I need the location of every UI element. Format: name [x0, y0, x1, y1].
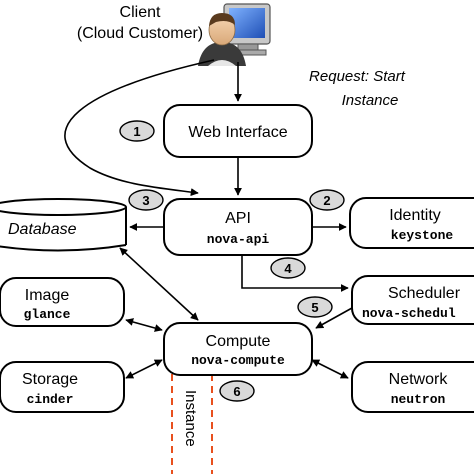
user-at-computer-icon	[198, 3, 271, 66]
api-service: nova-api	[207, 232, 270, 247]
step-badge-4: 4	[270, 257, 306, 279]
request-note-line1: Request: Start	[309, 68, 406, 85]
step-number: 5	[311, 300, 318, 315]
image-service: glance	[24, 307, 71, 322]
storage-title: Storage	[22, 371, 78, 388]
step-badge-6: 6	[219, 380, 255, 402]
step-number: 3	[142, 193, 149, 208]
identity-node: Identity keystone	[349, 197, 474, 249]
image-title: Image	[25, 287, 70, 304]
client-to-api-arrow	[64, 59, 215, 197]
identity-service: keystone	[391, 228, 454, 243]
scheduler-title: Scheduler	[388, 285, 461, 302]
step-number: 6	[233, 384, 240, 399]
database-title: Database	[8, 221, 77, 238]
network-compute-arrow	[311, 359, 349, 379]
database-compute-arrow	[119, 247, 199, 321]
compute-node: Compute nova-compute	[163, 322, 313, 376]
storage-compute-arrow	[125, 359, 163, 379]
step-number: 2	[323, 193, 330, 208]
scheduler-to-compute-arrow	[315, 307, 353, 329]
image-compute-arrow	[125, 318, 163, 332]
step-badge-5: 5	[297, 296, 333, 318]
storage-service: cinder	[27, 392, 74, 407]
web-interface-title: Web Interface	[188, 124, 287, 141]
compute-service: nova-compute	[191, 353, 285, 368]
api-node: API nova-api	[163, 198, 313, 256]
step-badge-3: 3	[128, 189, 164, 211]
client-label: Client	[120, 4, 161, 21]
client-sublabel: (Cloud Customer)	[77, 25, 203, 42]
network-node: Network neutron	[351, 361, 474, 413]
instance-label: Instance	[182, 390, 199, 447]
step-number: 1	[133, 124, 140, 139]
scheduler-service: nova-schedul	[362, 306, 456, 321]
step-badge-1: 1	[119, 120, 155, 142]
api-to-scheduler-arrow	[241, 255, 349, 292]
step-number: 4	[284, 261, 292, 276]
step-badge-2: 2	[309, 189, 345, 211]
identity-title: Identity	[389, 207, 441, 224]
compute-title: Compute	[206, 333, 271, 350]
api-title: API	[225, 210, 251, 227]
network-service: neutron	[391, 392, 446, 407]
request-note-line2: Instance	[342, 92, 399, 109]
instance-region: Instance	[171, 374, 213, 474]
web-interface-node: Web Interface	[163, 104, 313, 158]
connectors	[64, 59, 353, 379]
network-title: Network	[389, 371, 449, 388]
storage-node: Storage cinder	[0, 361, 125, 413]
database-node: Database	[0, 198, 127, 252]
scheduler-node: Scheduler nova-schedul	[351, 275, 474, 325]
image-node: Image glance	[0, 277, 125, 327]
